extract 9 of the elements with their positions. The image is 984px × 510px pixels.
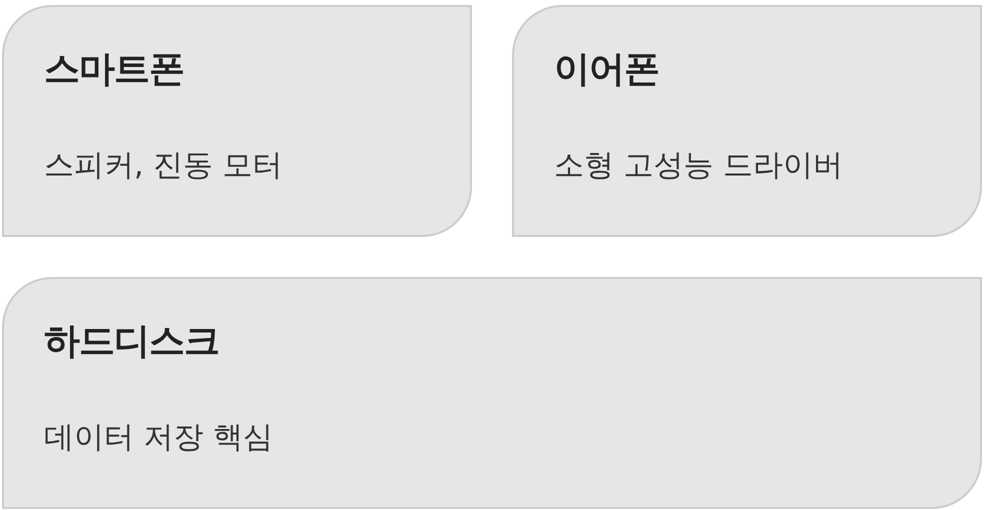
title-text: 하드디스크	[44, 320, 219, 364]
body-text: 소형 고성능 드라이버	[554, 147, 844, 185]
title-text: 스마트폰	[44, 48, 184, 92]
card	[2, 277, 982, 509]
card	[2, 5, 472, 237]
body-text: 데이터 저장 핵심	[44, 419, 274, 457]
title-text: 이어폰	[554, 48, 659, 92]
body-text: 스피커, 진동 모터	[44, 147, 283, 185]
card	[512, 5, 982, 237]
